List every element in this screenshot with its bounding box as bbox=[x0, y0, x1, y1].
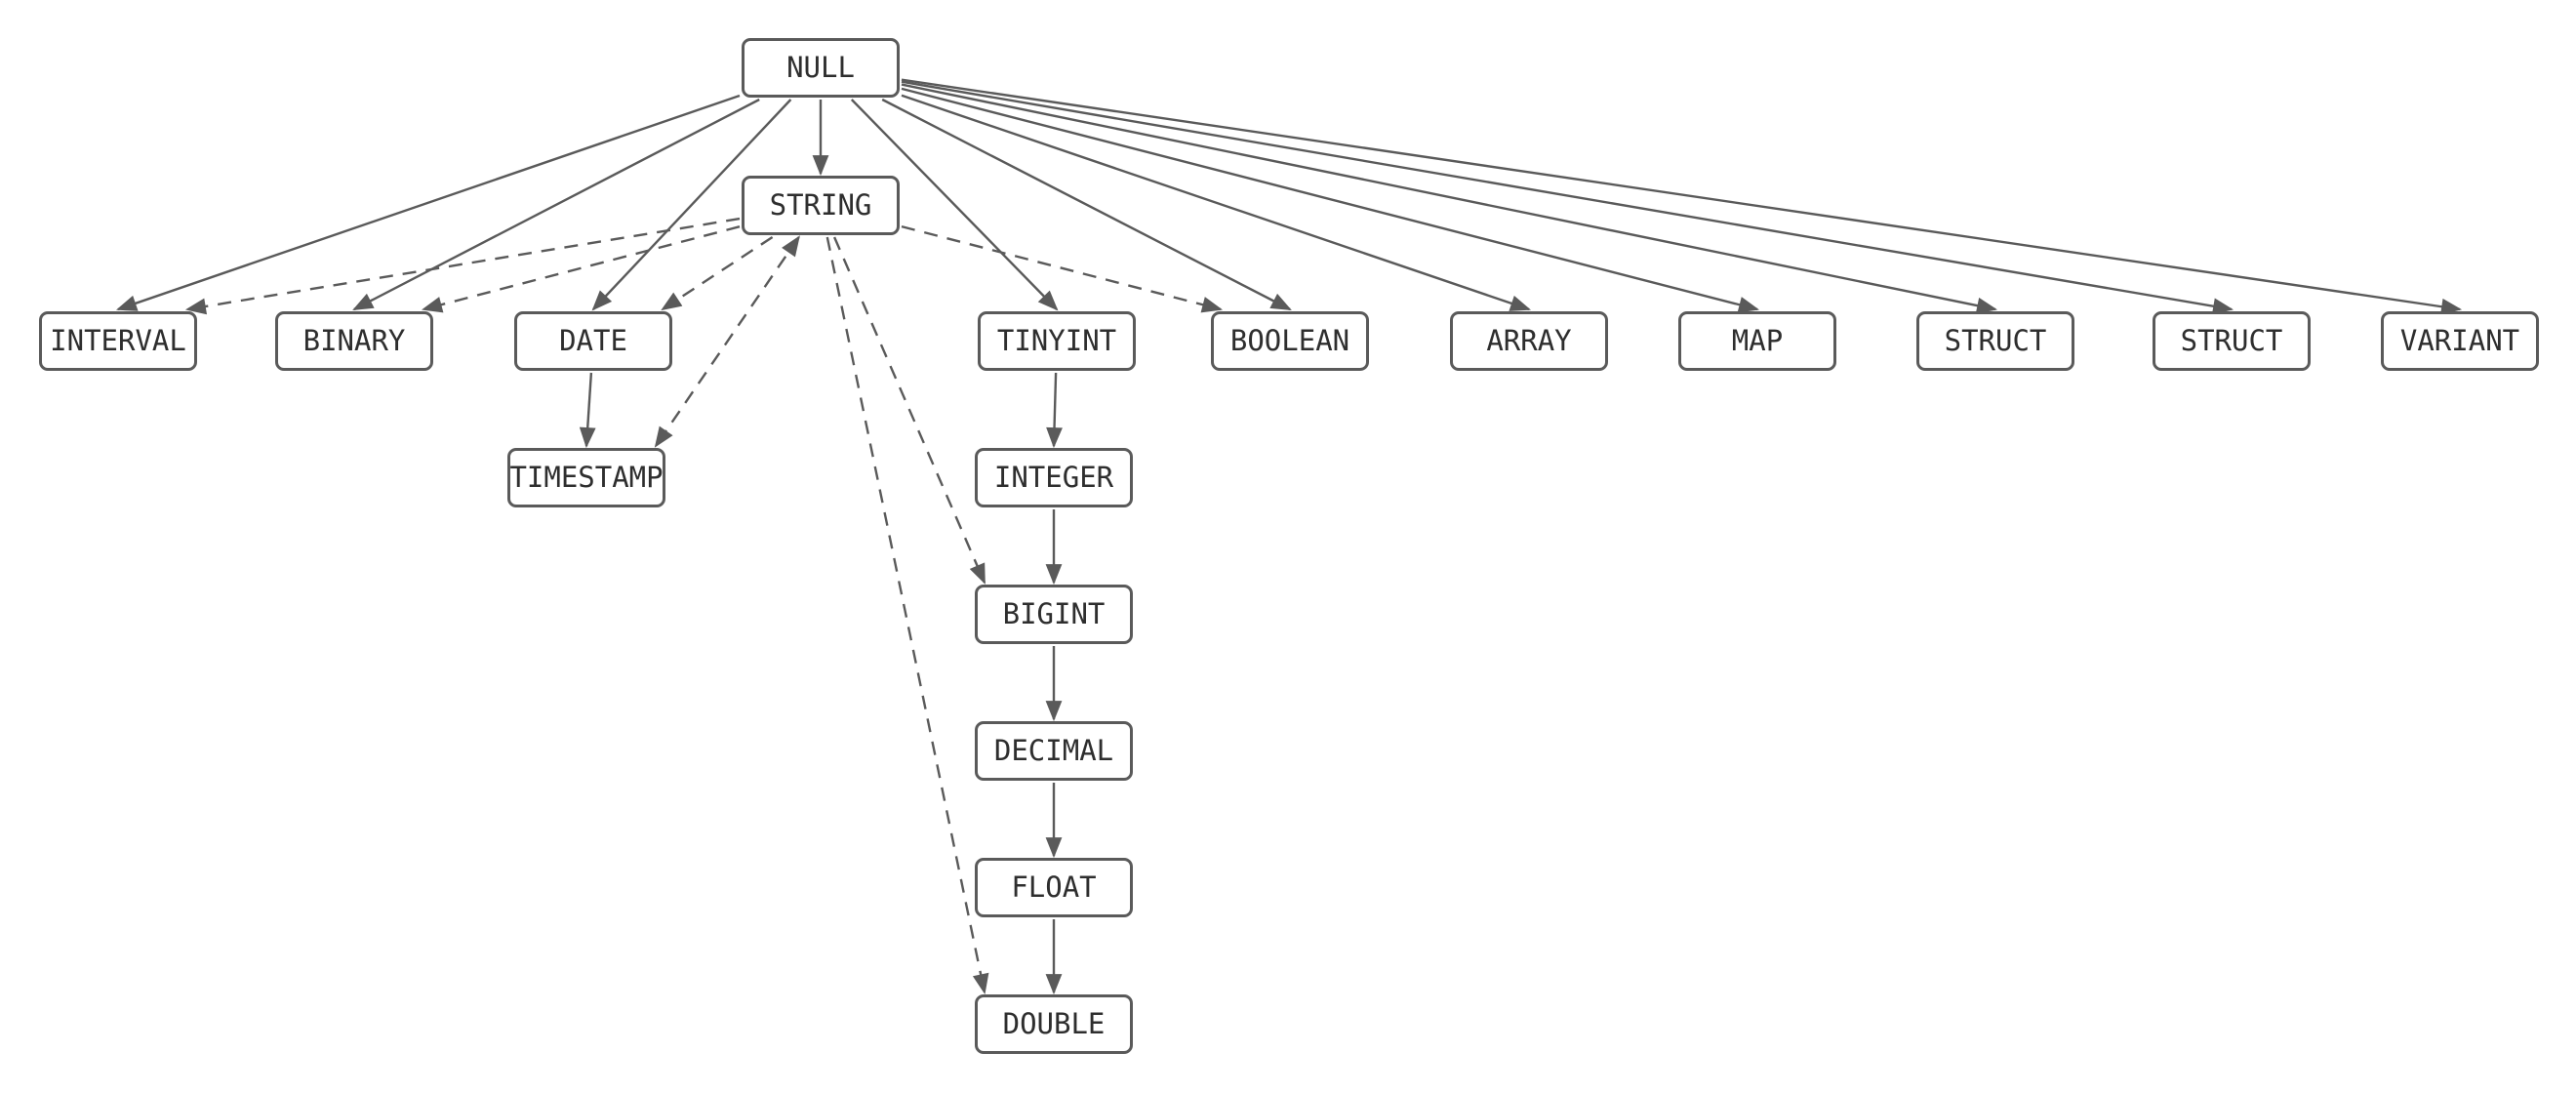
node-label-struct2: STRUCT bbox=[2180, 324, 2283, 357]
node-label-tinyint: TINYINT bbox=[996, 324, 1117, 357]
edge-null-struct1-solid bbox=[901, 83, 1998, 314]
node-label-variant: VARIANT bbox=[2399, 324, 2520, 357]
edge-null-interval-solid bbox=[116, 94, 741, 311]
node-label-boolean: BOOLEAN bbox=[1229, 324, 1350, 357]
node-label-integer: INTEGER bbox=[993, 461, 1114, 494]
node-struct1: STRUCT bbox=[1916, 311, 2074, 371]
node-integer: INTEGER bbox=[975, 448, 1133, 507]
edge-null-boolean-solid bbox=[881, 98, 1292, 311]
node-struct2: STRUCT bbox=[2153, 311, 2311, 371]
node-label-null: NULL bbox=[786, 51, 855, 84]
node-binary: BINARY bbox=[275, 311, 433, 371]
node-null: NULL bbox=[742, 38, 900, 98]
node-float: FLOAT bbox=[975, 858, 1133, 917]
node-label-date: DATE bbox=[559, 324, 627, 357]
node-map: MAP bbox=[1678, 311, 1836, 371]
edge-null-array-solid bbox=[901, 94, 1531, 311]
edge-null-date-solid bbox=[591, 99, 792, 311]
node-boolean: BOOLEAN bbox=[1211, 311, 1369, 371]
node-timestamp: TIMESTAMP bbox=[507, 448, 665, 507]
node-variant: VARIANT bbox=[2381, 311, 2539, 371]
node-label-bigint: BIGINT bbox=[1002, 597, 1106, 630]
node-decimal: DECIMAL bbox=[975, 721, 1133, 781]
node-label-map: MAP bbox=[1731, 324, 1784, 357]
edge-string-binary-dashed bbox=[421, 225, 741, 313]
node-label-interval: INTERVAL bbox=[50, 324, 186, 357]
node-tinyint: TINYINT bbox=[978, 311, 1136, 371]
node-label-binary: BINARY bbox=[302, 324, 406, 357]
edge-string-interval-dashed bbox=[184, 217, 741, 315]
node-bigint: BIGINT bbox=[975, 585, 1133, 644]
node-label-float: FLOAT bbox=[1011, 870, 1097, 904]
edge-null-variant-solid bbox=[901, 78, 2463, 315]
edge-string-timestamp-dashed bbox=[654, 235, 800, 448]
node-label-decimal: DECIMAL bbox=[993, 734, 1114, 767]
edge-string-bigint-dashed bbox=[832, 236, 986, 585]
node-label-string: STRING bbox=[769, 188, 872, 222]
edge-string-double-dashed bbox=[825, 236, 989, 995]
edge-null-tinyint-solid bbox=[850, 99, 1059, 311]
edge-null-map-solid bbox=[901, 87, 1760, 313]
edge-date-timestamp-solid bbox=[579, 372, 596, 449]
edge-null-struct2-solid bbox=[901, 80, 2234, 315]
node-label-double: DOUBLE bbox=[1002, 1007, 1106, 1040]
node-double: DOUBLE bbox=[975, 994, 1133, 1054]
node-date: DATE bbox=[514, 311, 672, 371]
node-string: STRING bbox=[742, 176, 900, 235]
edge-tinyint-integer-solid bbox=[1046, 372, 1063, 449]
edge-string-boolean-dashed bbox=[901, 224, 1224, 313]
node-interval: INTERVAL bbox=[39, 311, 197, 371]
node-label-struct1: STRUCT bbox=[1944, 324, 2047, 357]
node-array: ARRAY bbox=[1450, 311, 1608, 371]
edge-null-binary-solid bbox=[352, 98, 760, 311]
node-label-array: ARRAY bbox=[1486, 324, 1572, 357]
edge-group bbox=[116, 78, 2463, 995]
node-label-timestamp: TIMESTAMP bbox=[509, 461, 664, 494]
